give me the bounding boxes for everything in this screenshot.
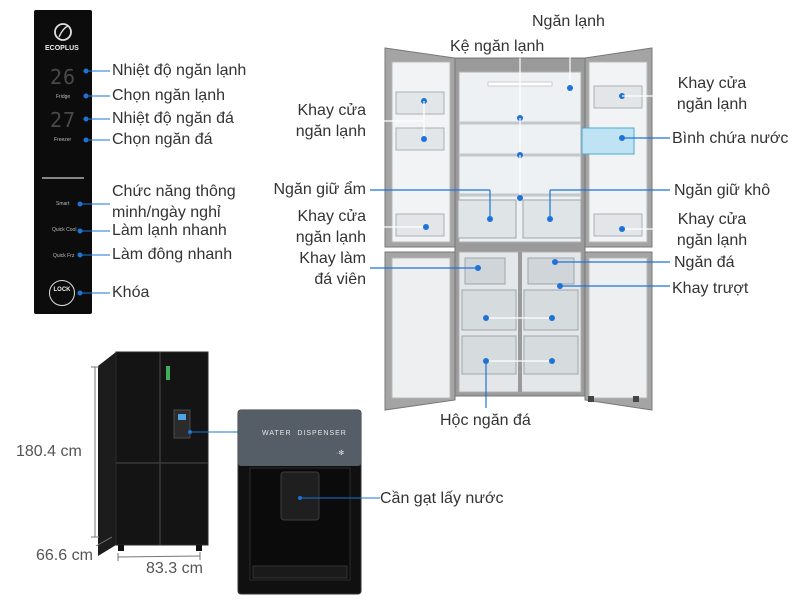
dispenser-icon[interactable]: ·✻ (336, 449, 344, 457)
dimension-width: 83.3 cm (146, 560, 203, 577)
label-door-tray-left-top-2: ngăn lạnh (295, 123, 366, 140)
smart-button-text[interactable]: Smart (56, 201, 70, 207)
panel-graphics (42, 23, 84, 179)
quick-frz-button-text[interactable]: Quick Frz (53, 253, 75, 259)
ecoplus-leaf-icon (54, 23, 72, 41)
dimension-depth: 66.6 cm (36, 547, 93, 564)
label-freezer-compartment: Ngăn đá (674, 254, 735, 271)
dispenser-title: WATER DISPENSER (262, 430, 347, 437)
label-door-tray-right-bottom-2: ngăn lạnh (676, 232, 748, 249)
control-panel: ECOPLUS 26 Fridge 27 Freezer Smart Quick… (34, 10, 92, 314)
label-ice-maker-1: Khay làm (299, 250, 366, 267)
label-door-tray-left-top-1: Khay cửa (297, 102, 366, 119)
label-door-tray-right-top-2: ngăn lạnh (676, 96, 748, 113)
label-quick-cool: Làm lạnh nhanh (112, 222, 227, 239)
panel-leaders (77, 68, 110, 296)
label-sliding-tray: Khay trượt (672, 280, 749, 297)
label-door-tray-left-bottom-2: ngăn lạnh (295, 229, 366, 246)
lock-button-text: LOCK (53, 287, 71, 293)
fridge-temp-display: 26 (50, 65, 77, 89)
water-dispenser-illustration: ·✻ (237, 409, 380, 595)
label-door-tray-left-bottom-1: Khay cửa (297, 208, 366, 225)
freezer-button-text[interactable]: Freezer (54, 137, 72, 143)
label-door-tray-right-bottom-1: Khay cửa (677, 211, 747, 228)
lock-button[interactable]: LOCK (49, 280, 75, 306)
fridge-button-text[interactable]: Fridge (56, 94, 71, 100)
label-dry-drawer: Ngăn giữ khô (674, 182, 771, 199)
label-ice-maker-2: đá viên (314, 271, 366, 288)
quick-cool-button-text[interactable]: Quick Cool (52, 227, 77, 233)
water-tank-shape (581, 127, 635, 155)
panel-brand: ECOPLUS (45, 45, 79, 52)
freezer-temp-display: 27 (50, 108, 77, 132)
label-quick-freeze: Làm đông nhanh (112, 246, 233, 263)
label-water-tank: Bình chứa nước (672, 130, 789, 147)
dimension-lines (91, 366, 201, 561)
closed-fridge-illustration (98, 351, 240, 556)
label-freezer-temp: Nhiệt độ ngăn đá (112, 110, 234, 127)
label-fridge-select: Chọn ngăn lạnh (112, 87, 225, 104)
fridge-leaders (370, 36, 670, 408)
label-lock: Khóa (112, 284, 150, 301)
label-shelf: Kệ ngăn lạnh (450, 38, 545, 55)
label-freezer-drawer: Hộc ngăn đá (440, 412, 531, 429)
label-smart-line1: Chức năng thông (112, 183, 236, 200)
leaf-vein (58, 25, 69, 38)
label-fridge-temp: Nhiệt độ ngăn lạnh (112, 62, 247, 79)
label-water-lever: Cần gạt lấy nước (380, 490, 504, 507)
open-fridge-illustration (384, 47, 653, 411)
label-freezer-select: Chọn ngăn đá (112, 131, 213, 148)
dimension-height: 180.4 cm (16, 443, 82, 460)
label-smart-line2: minh/ngày nghỉ (112, 204, 221, 221)
label-cooling-compartment: Ngăn lạnh (532, 13, 605, 30)
label-humid-drawer: Ngăn giữ ẩm (273, 181, 366, 198)
label-door-tray-right-top-1: Khay cửa (677, 75, 747, 92)
